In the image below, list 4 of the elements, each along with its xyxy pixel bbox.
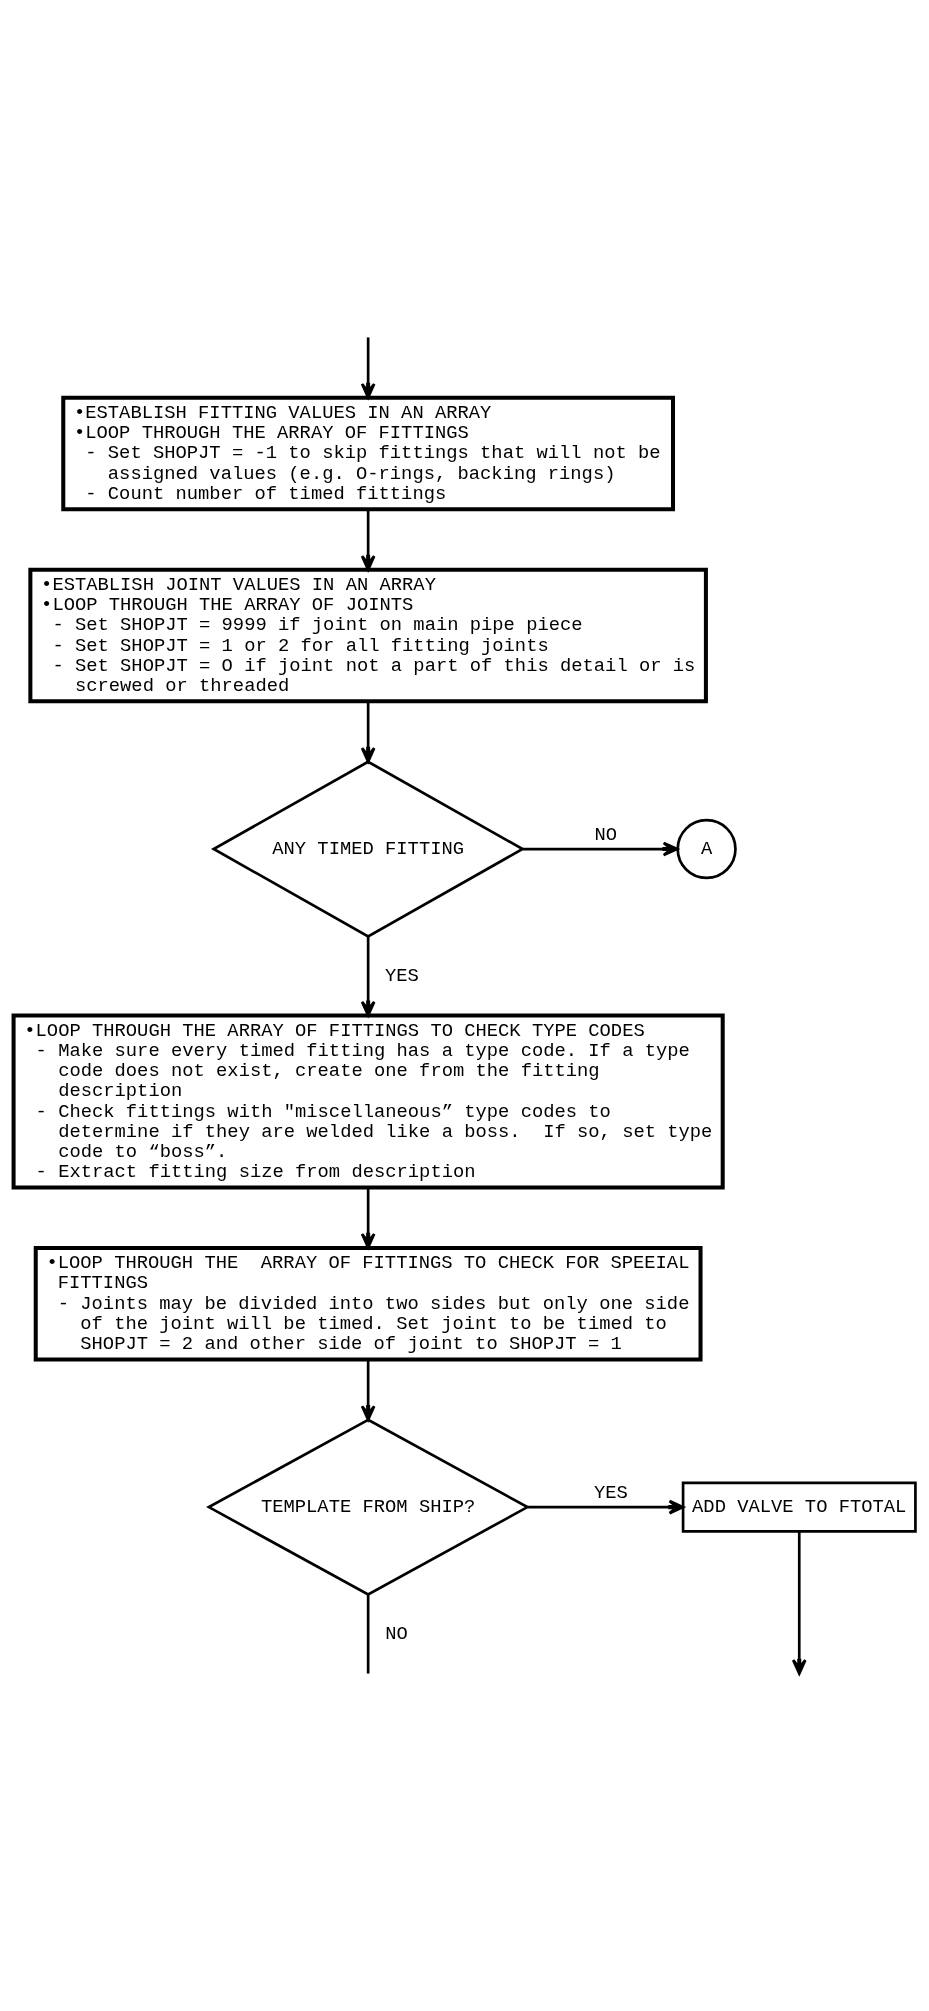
- edge-label: NO: [594, 823, 618, 846]
- edge-label: NO: [385, 1623, 408, 1646]
- edge-label: YES: [385, 964, 419, 987]
- edge-label: YES: [593, 1481, 628, 1504]
